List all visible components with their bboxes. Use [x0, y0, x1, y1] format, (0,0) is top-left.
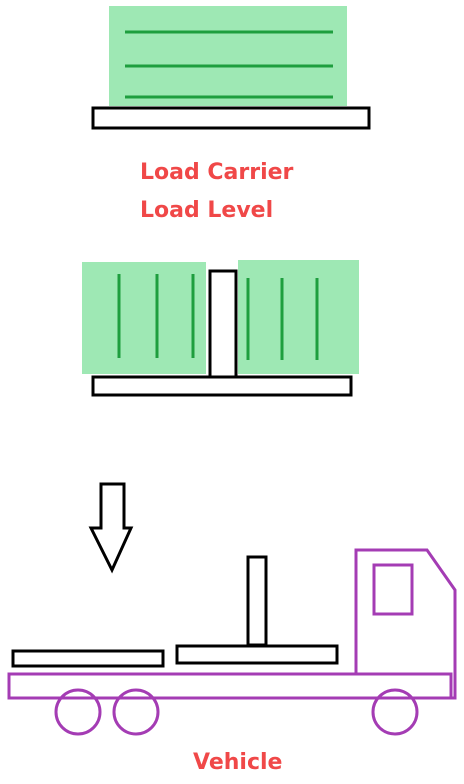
label-load-level: Load Level: [140, 198, 274, 223]
cab-window: [372, 563, 414, 616]
post-carrier-base-on-vehicle: [175, 644, 339, 665]
wheel: [112, 688, 160, 736]
wheel: [371, 688, 419, 736]
label-load-carrier: Load Carrier: [140, 160, 294, 185]
down-arrow-icon: [88, 482, 134, 574]
truck-bed: [7, 672, 453, 700]
wheel: [54, 688, 102, 736]
carrier-base-top: [91, 106, 371, 130]
load-level-middle: [82, 260, 359, 397]
vehicle-truck: [7, 548, 457, 736]
label-vehicle: Vehicle: [193, 750, 283, 775]
post-on-vehicle: [246, 555, 268, 647]
cargo-block-right: [238, 260, 359, 374]
carrier-base-middle: [91, 375, 353, 397]
load-carrier-top: [91, 6, 371, 130]
cargo-block-top: [109, 6, 347, 106]
cargo-block-left: [82, 262, 206, 374]
flat-carrier-on-vehicle: [11, 649, 165, 668]
truck-cab: [354, 548, 457, 700]
center-post: [208, 269, 238, 379]
